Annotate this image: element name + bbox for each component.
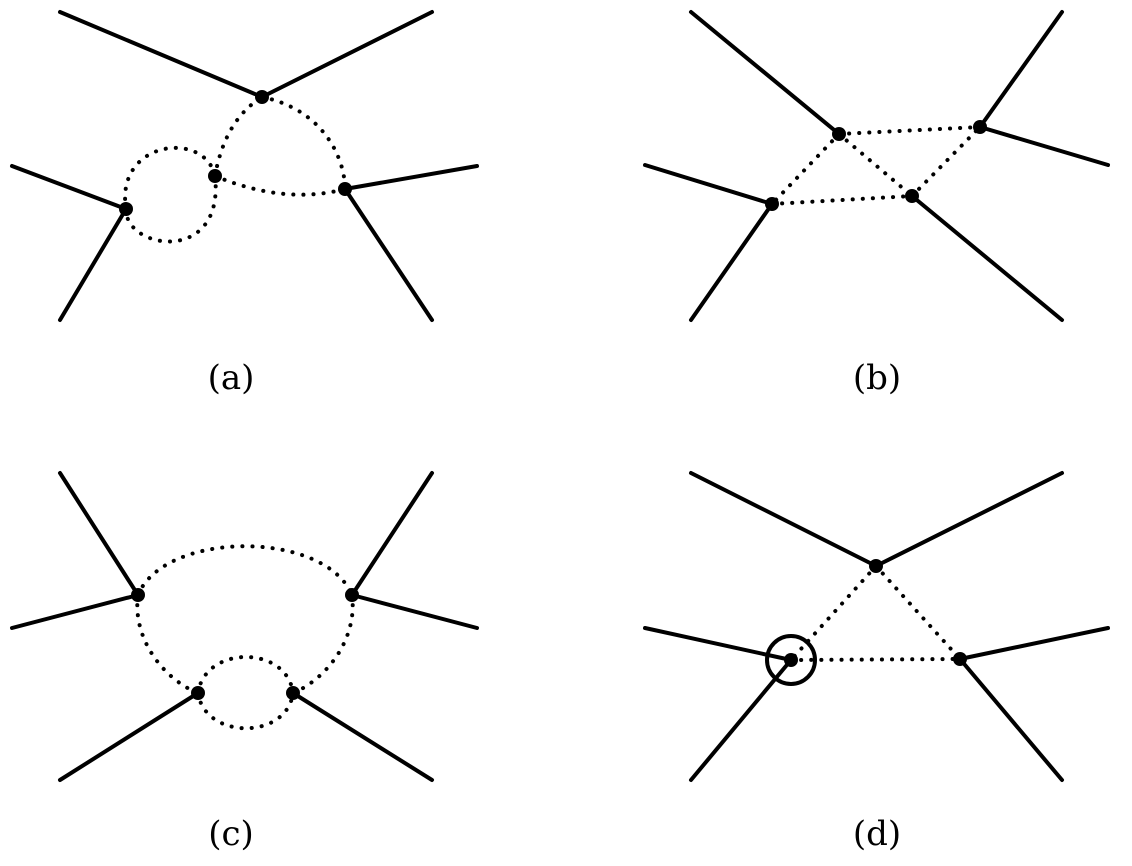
vertex (973, 120, 987, 134)
internal-propagator (770, 194, 914, 206)
external-line (58, 471, 140, 597)
external-line (343, 164, 479, 191)
external-line (689, 202, 774, 322)
internal-propagator (196, 655, 295, 695)
vertex (119, 202, 133, 216)
external-line (958, 657, 1064, 782)
vertex (765, 197, 779, 211)
internal-propagator (874, 564, 962, 661)
panel-d: (d) (643, 471, 1110, 854)
highlight-circle (765, 634, 817, 686)
vertex (255, 90, 269, 104)
internal-propagator (910, 125, 982, 198)
panel-b: (b) (643, 10, 1110, 398)
internal-propagator (123, 174, 218, 244)
panel-caption: (d) (853, 814, 901, 854)
vertex (286, 686, 300, 700)
internal-propagator (213, 174, 347, 197)
vertex (869, 559, 883, 573)
panel-caption: (b) (853, 358, 901, 398)
external-line (58, 10, 264, 99)
vertex (905, 189, 919, 203)
internal-propagator (770, 132, 841, 206)
vertex (345, 588, 359, 602)
external-line (910, 194, 1064, 322)
external-line (689, 10, 841, 136)
external-line (260, 10, 434, 99)
external-line (58, 691, 200, 782)
external-line (10, 164, 128, 211)
internal-propagator (837, 125, 982, 136)
external-line (343, 187, 434, 322)
external-line (10, 593, 140, 630)
external-line (978, 10, 1064, 129)
vertex (131, 588, 145, 602)
internal-propagator (196, 691, 295, 731)
vertex (338, 182, 352, 196)
external-line (350, 593, 479, 630)
internal-propagator (789, 657, 962, 662)
internal-propagator (837, 132, 914, 198)
vertex (832, 127, 846, 141)
external-line (291, 691, 434, 782)
external-line (58, 207, 128, 322)
internal-propagator (213, 95, 264, 178)
external-line (643, 163, 774, 206)
internal-propagator (260, 95, 347, 191)
internal-propagator (135, 593, 200, 695)
external-line (689, 471, 878, 568)
internal-propagator (123, 145, 217, 211)
panel-c: (c) (10, 471, 479, 854)
external-line (350, 471, 434, 597)
internal-propagator (291, 593, 355, 695)
panel-caption: (c) (208, 814, 254, 854)
vertex (953, 652, 967, 666)
external-line (874, 471, 1064, 568)
vertex (191, 686, 205, 700)
panel-caption: (a) (208, 358, 255, 398)
internal-propagator (789, 564, 878, 662)
external-line (958, 626, 1110, 661)
vertex (208, 169, 222, 183)
panel-a: (a) (10, 10, 479, 398)
external-line (689, 658, 793, 782)
internal-propagator (136, 544, 354, 597)
vertex (784, 653, 798, 667)
external-line (978, 125, 1110, 167)
